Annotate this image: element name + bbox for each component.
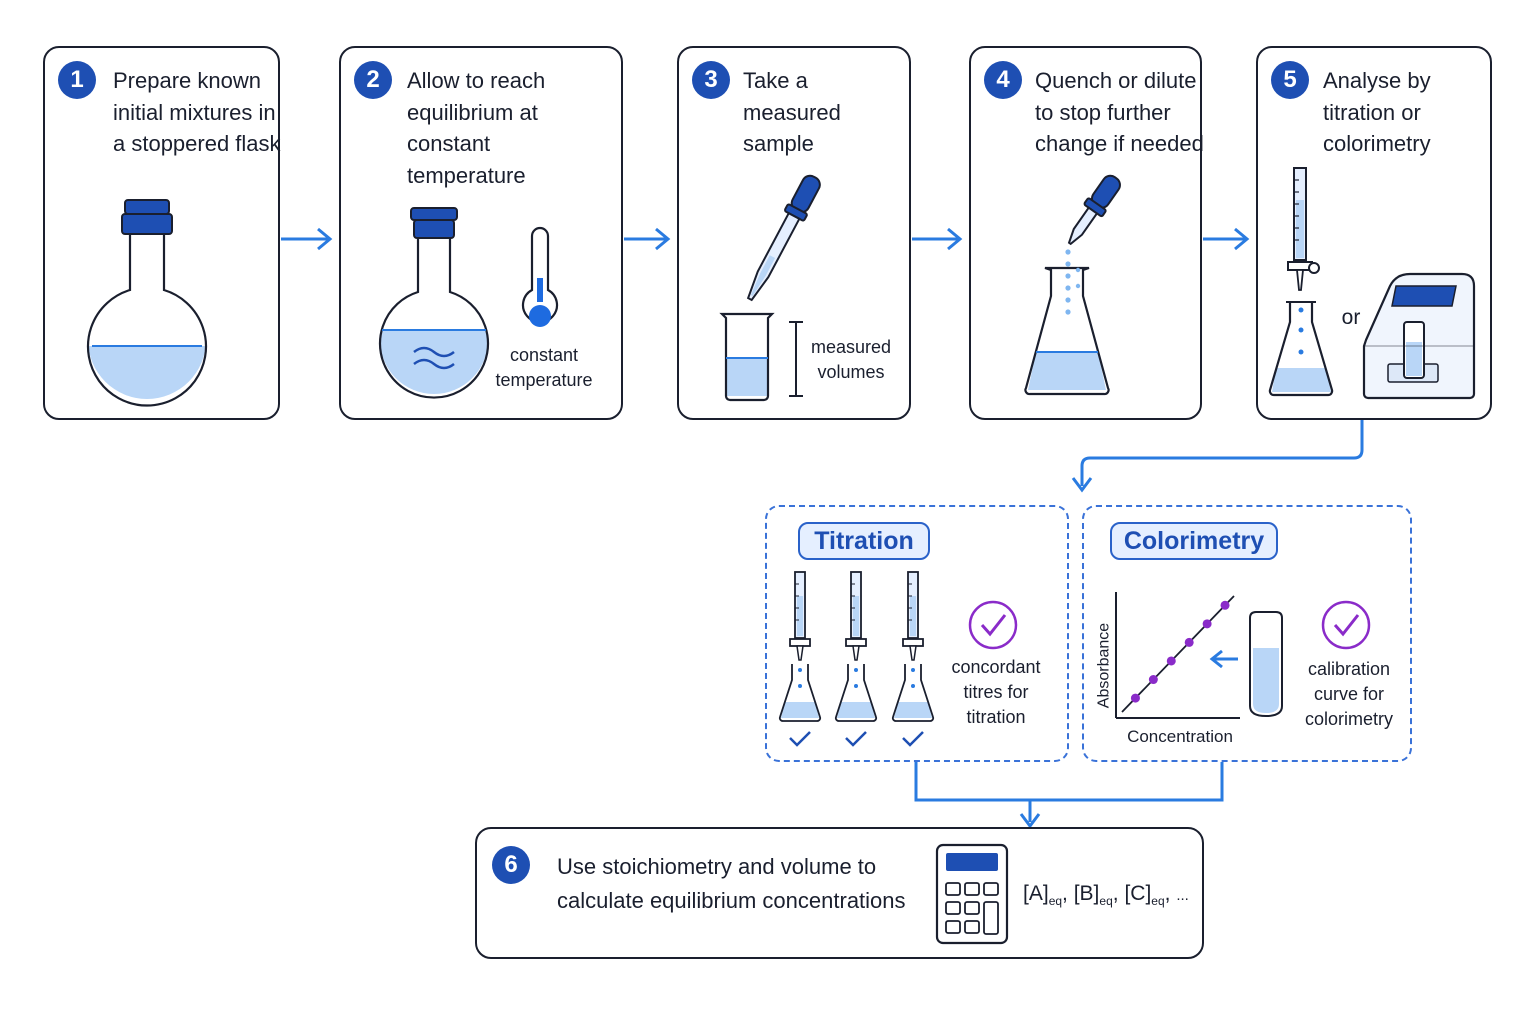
calibration-line bbox=[1121, 595, 1235, 713]
burette-flask-icon bbox=[1268, 167, 1334, 397]
titration-title: Titration bbox=[798, 522, 930, 560]
equilibrium-concentrations-text: [A]eq, [B]eq, [C]eq, ... bbox=[1023, 882, 1189, 909]
dropper-pipette-icon bbox=[746, 174, 821, 302]
titration-burettes-icon bbox=[778, 571, 935, 747]
titration-check-icon bbox=[968, 600, 1018, 650]
titration-caption: concordant titres for titration bbox=[951, 657, 1041, 727]
beaker-icon bbox=[719, 312, 803, 402]
quench-dropper-icon bbox=[1067, 174, 1121, 246]
conc-a: [A] bbox=[1023, 882, 1049, 905]
calibration-point bbox=[1148, 675, 1158, 685]
step-6-title: Use stoichiometry and volume to calculat… bbox=[557, 854, 906, 913]
conc-b: [B] bbox=[1073, 882, 1100, 905]
conc-ellipsis: ... bbox=[1176, 887, 1189, 904]
step-3-number: 3 bbox=[692, 61, 730, 99]
or-label: or bbox=[1341, 306, 1361, 329]
calibration-point bbox=[1166, 656, 1176, 666]
colorimetry-check-icon bbox=[1321, 600, 1371, 650]
conc-c: [C] bbox=[1124, 882, 1152, 905]
step-4-title: Quench or dilute to stop further change … bbox=[1035, 68, 1204, 156]
colorimetry-title: Colorimetry bbox=[1110, 522, 1278, 560]
conical-flask-icon bbox=[1024, 249, 1110, 396]
step-4-number: 4 bbox=[984, 61, 1022, 99]
titration-panel bbox=[765, 505, 1069, 762]
step-6-card bbox=[475, 827, 1204, 959]
step-3-title: Take a measured sample bbox=[743, 68, 841, 156]
colorimeter-icon bbox=[1362, 272, 1476, 400]
colorimetry-caption: calibration curve for colorimetry bbox=[1304, 659, 1393, 729]
chart-y-label: Absorbance bbox=[1095, 622, 1113, 709]
measured-volumes-label: measured volumes bbox=[810, 337, 892, 382]
step-5-title: Analyse by titration or colorimetry bbox=[1323, 68, 1431, 156]
equilibrating-flask-icon bbox=[378, 207, 490, 399]
step-6-number: 6 bbox=[492, 846, 530, 884]
step-2-title: Allow to reach equilibrium at constant t… bbox=[407, 68, 546, 188]
step-2-number: 2 bbox=[354, 61, 392, 99]
calibration-point bbox=[1202, 619, 1212, 629]
chart-x-label: Concentration bbox=[1127, 727, 1233, 746]
calibration-point bbox=[1220, 600, 1230, 610]
step-3-card bbox=[677, 46, 911, 420]
step-1-title: Prepare known initial mixtures in a stop… bbox=[113, 68, 281, 156]
calculator-icon bbox=[935, 843, 1009, 945]
step-1-number: 1 bbox=[58, 61, 96, 99]
constant-temperature-label: constant temperature bbox=[495, 345, 593, 390]
thermometer-icon bbox=[521, 226, 559, 327]
colorimetry-panel bbox=[1082, 505, 1412, 762]
calibration-point bbox=[1130, 693, 1140, 703]
flow-arrows bbox=[281, 227, 1364, 829]
round-bottom-flask-icon bbox=[86, 199, 208, 407]
calibration-curve-chart bbox=[1115, 592, 1240, 719]
calibration-point bbox=[1184, 637, 1194, 647]
cuvette-icon bbox=[1209, 611, 1283, 718]
step-5-number: 5 bbox=[1271, 61, 1309, 99]
